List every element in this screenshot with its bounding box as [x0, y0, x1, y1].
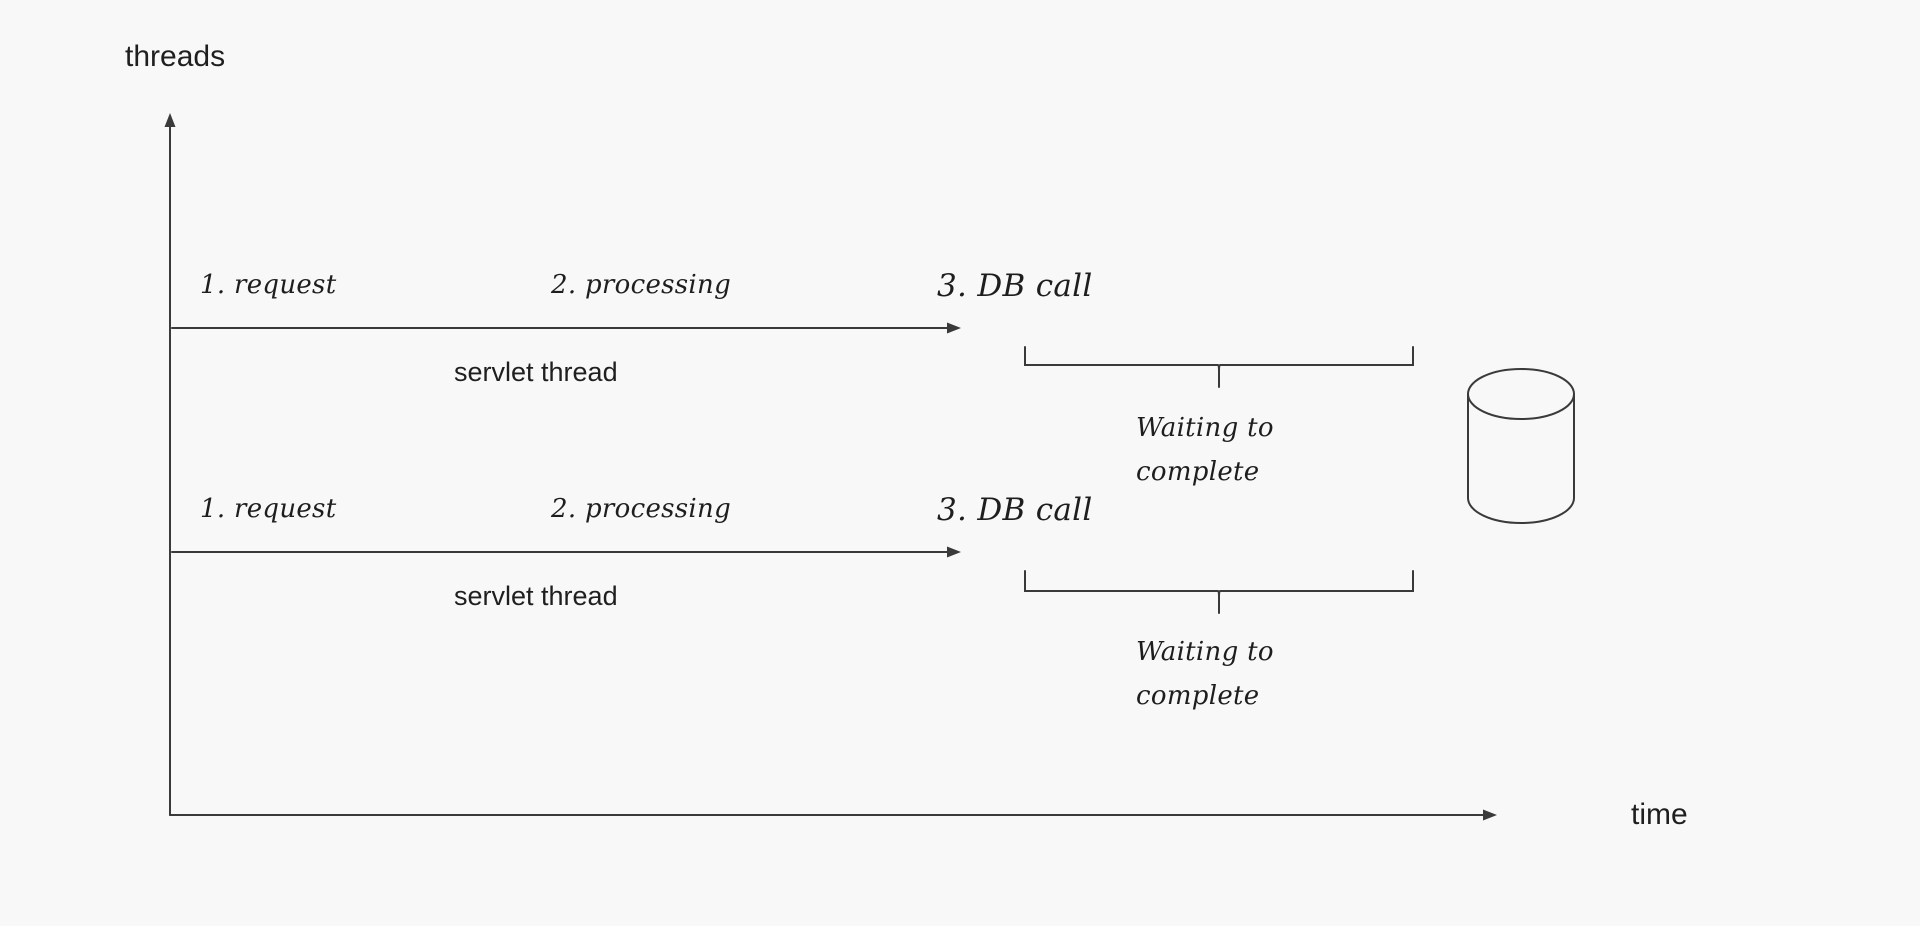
thread-1-waiting-line1: Waiting to: [1136, 413, 1274, 443]
y-axis-label: threads: [125, 40, 226, 73]
thread-1-label: servlet thread: [454, 357, 618, 387]
thread-2-arrowhead: [947, 546, 961, 558]
thread-1-waiting-line2: complete: [1136, 457, 1260, 487]
thread-2-waiting-line2: complete: [1136, 681, 1260, 711]
thread-1-step-processing: 2. processing: [551, 270, 732, 300]
thread-1-waiting-brace: [1024, 346, 1414, 388]
thread-1-step-db-call: 3. DB call: [937, 268, 1093, 304]
thread-2-waiting-text: Waiting to complete: [1136, 630, 1274, 718]
thread-2-step-db-call: 3. DB call: [937, 492, 1093, 528]
thread-2-step-request: 1. request: [200, 494, 337, 524]
thread-2-waiting-brace: [1024, 570, 1414, 614]
database-cylinder-icon: [1467, 368, 1575, 524]
y-axis-arrowhead: [164, 113, 176, 127]
x-axis-label: time: [1631, 798, 1688, 831]
thread-1-arrowhead: [947, 322, 961, 334]
thread-1-waiting-text: Waiting to complete: [1136, 406, 1274, 494]
thread-2-label: servlet thread: [454, 581, 618, 611]
thread-1-step-request: 1. request: [200, 270, 337, 300]
x-axis-arrowhead: [1483, 809, 1497, 821]
thread-2-waiting-line1: Waiting to: [1136, 637, 1274, 667]
thread-2-step-processing: 2. processing: [551, 494, 732, 524]
